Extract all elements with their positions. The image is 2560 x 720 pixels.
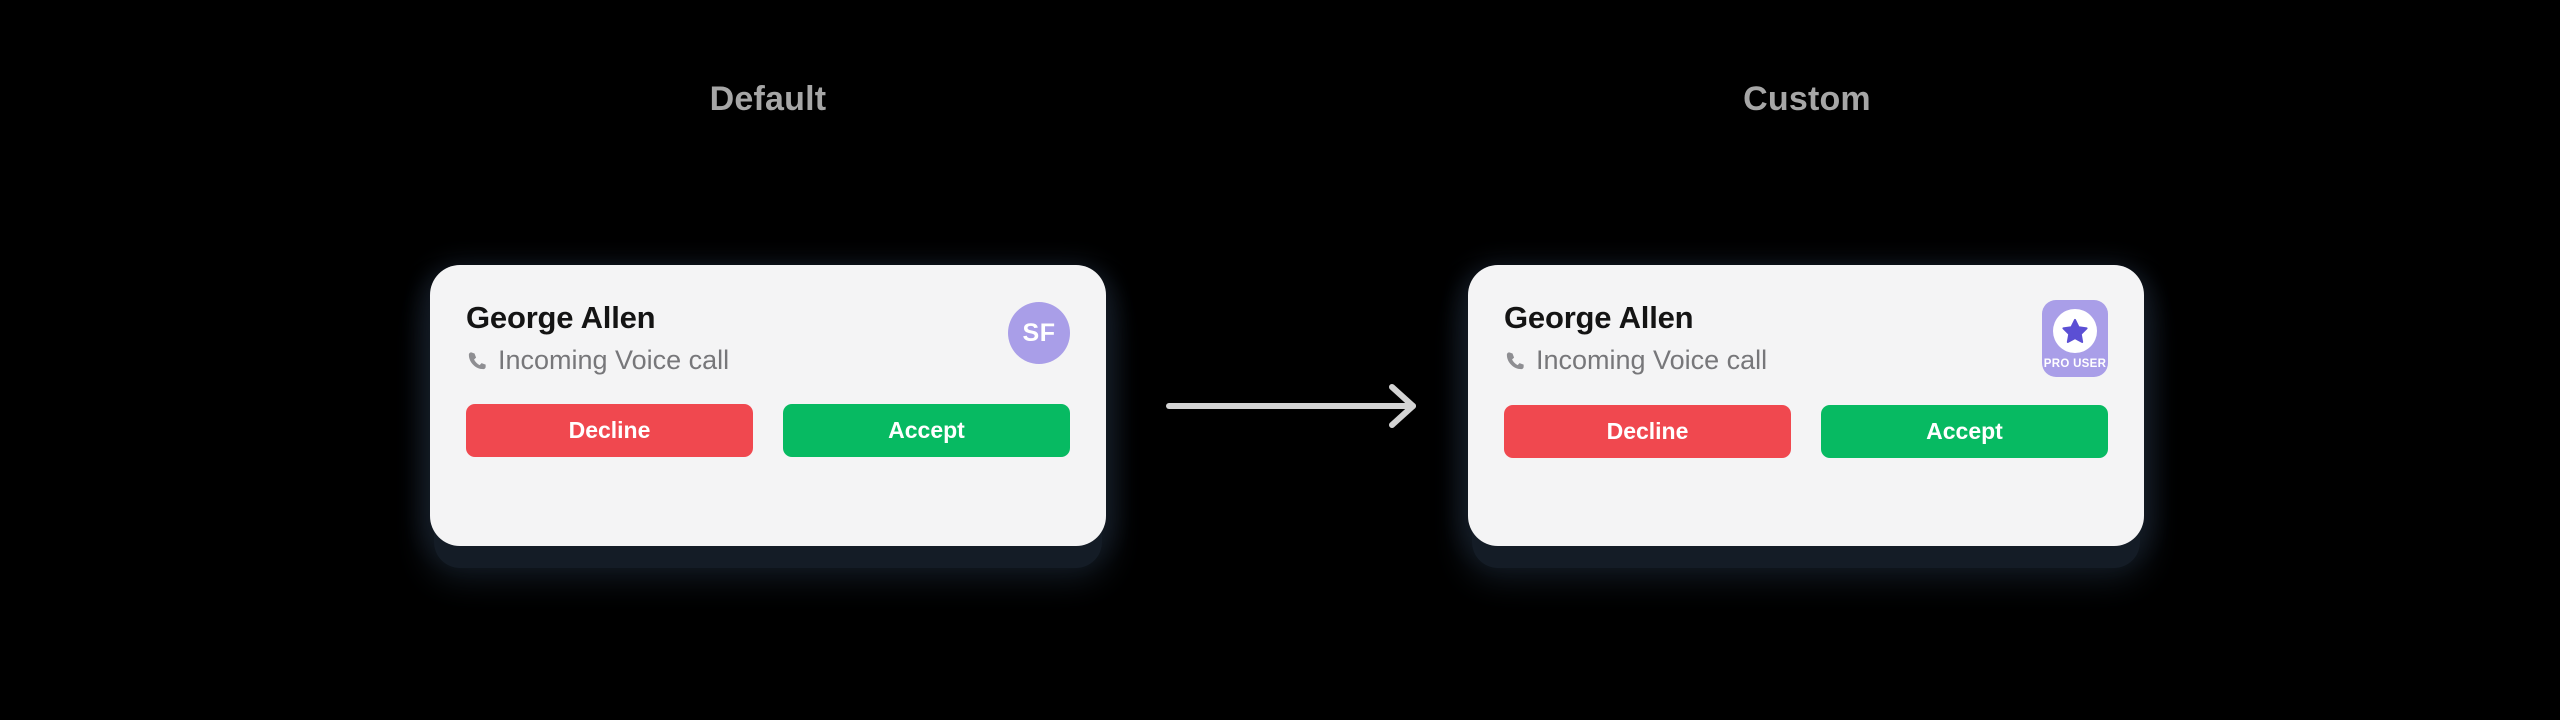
caller-info: George Allen Incoming Voice call <box>1504 299 1767 376</box>
caller-name: George Allen <box>466 300 656 335</box>
call-card-custom: George Allen Incoming Voice call P <box>1468 265 2144 546</box>
badge-icon-circle <box>2053 309 2097 353</box>
pro-user-label: PRO USER <box>2043 358 2107 370</box>
call-status-row: Incoming Voice call <box>466 345 730 376</box>
column-caption-default: Default <box>709 80 827 118</box>
call-status-text: Incoming Voice call <box>1536 345 1768 376</box>
decline-button[interactable]: Decline <box>1504 405 1791 458</box>
caller-name: George Allen <box>1504 300 1694 335</box>
card-header: George Allen Incoming Voice call P <box>1504 299 2108 377</box>
phone-handset-icon <box>1504 349 1527 372</box>
accept-button[interactable]: Accept <box>1821 405 2108 458</box>
column-caption-custom: Custom <box>1743 80 1871 118</box>
accept-button[interactable]: Accept <box>783 403 1070 457</box>
call-status-text: Incoming Voice call <box>498 345 730 376</box>
decline-button[interactable]: Decline <box>466 403 753 457</box>
caller-info: George Allen Incoming Voice call <box>466 299 729 376</box>
call-card-default: George Allen Incoming Voice call SF Decl… <box>430 265 1106 546</box>
avatar-initials: SF <box>1022 318 1056 347</box>
card-header: George Allen Incoming Voice call SF <box>466 299 1070 376</box>
pro-user-badge: PRO USER <box>2042 300 2108 377</box>
call-actions: Decline Accept <box>466 403 1070 457</box>
call-status-row: Incoming Voice call <box>1504 345 1768 376</box>
avatar: SF <box>1008 302 1070 364</box>
phone-handset-icon <box>466 349 489 372</box>
transition-arrow-icon <box>1165 380 1430 432</box>
star-icon <box>2062 318 2088 344</box>
call-actions: Decline Accept <box>1504 405 2108 458</box>
